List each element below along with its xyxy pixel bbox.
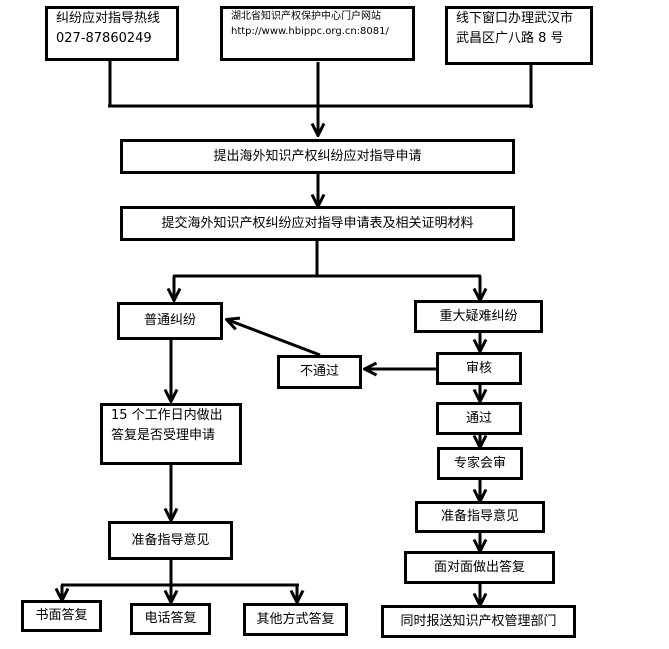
hotline-number: 027-87860249 [56, 30, 152, 46]
decide-line-2: 答复是否受理申请 [111, 427, 216, 443]
right-prepare-box: 准备指导意见 [415, 501, 545, 533]
phone-reply-box: 电话答复 [130, 603, 211, 635]
other-reply-label: 其他方式答复 [256, 611, 335, 627]
review-label: 审核 [465, 360, 492, 376]
phone-reply-label: 电话答复 [144, 611, 197, 627]
office-line-1: 线下窗口办理武汉市 [456, 11, 574, 26]
left-prepare-label: 准备指导意见 [131, 532, 210, 548]
expert-review-label: 专家会审 [453, 455, 506, 471]
pass-label: 通过 [465, 410, 492, 426]
major-dispute-box: 重大疑难纠纷 [414, 300, 543, 333]
notify-box: 同时报送知识产权管理部门 [381, 605, 576, 638]
facetoface-label: 面对面做出答复 [433, 559, 525, 575]
portal-label: 湖北省知识产权保护中心门户网站 [231, 11, 381, 22]
other-reply-box: 其他方式答复 [243, 603, 348, 636]
left-prepare-box: 准备指导意见 [108, 521, 233, 560]
notify-label: 同时报送知识产权管理部门 [400, 613, 557, 629]
hotline-box: 纠纷应对指导热线 027-87860249 [45, 6, 179, 61]
normal-dispute-label: 普通纠纷 [143, 313, 196, 329]
decide-box: 15 个工作日内做出 答复是否受理申请 [100, 403, 242, 465]
apply-box: 提出海外知识产权纠纷应对指导申请 [120, 139, 515, 174]
written-reply-label: 书面答复 [35, 608, 88, 624]
submit-box: 提交海外知识产权纠纷应对指导申请表及相关证明材料 [120, 206, 515, 241]
expert-review-box: 专家会审 [437, 447, 523, 480]
reject-box: 不通过 [277, 355, 362, 389]
office-line-2: 武昌区广八路 8 号 [456, 30, 564, 46]
written-reply-box: 书面答复 [21, 600, 102, 632]
major-dispute-label: 重大疑难纠纷 [439, 308, 518, 324]
office-box: 线下窗口办理武汉市 武昌区广八路 8 号 [445, 6, 593, 65]
hotline-label: 纠纷应对指导热线 [56, 11, 161, 26]
portal-box: 湖北省知识产权保护中心门户网站 http://www.hbippc.org.cn… [220, 6, 415, 61]
apply-label: 提出海外知识产权纠纷应对指导申请 [213, 148, 422, 164]
portal-url: http://www.hbippc.org.cn:8081/ [231, 26, 389, 37]
submit-label: 提交海外知识产权纠纷应对指导申请表及相关证明材料 [161, 215, 474, 231]
review-box: 审核 [436, 352, 522, 385]
pass-box: 通过 [436, 402, 522, 435]
normal-dispute-box: 普通纠纷 [117, 302, 223, 340]
decide-line-1: 15 个工作日内做出 [111, 408, 223, 423]
facetoface-box: 面对面做出答复 [404, 551, 555, 584]
reject-label: 不通过 [299, 364, 339, 380]
arrow-reject-to-normal [228, 320, 321, 357]
right-prepare-label: 准备指导意见 [440, 509, 519, 525]
